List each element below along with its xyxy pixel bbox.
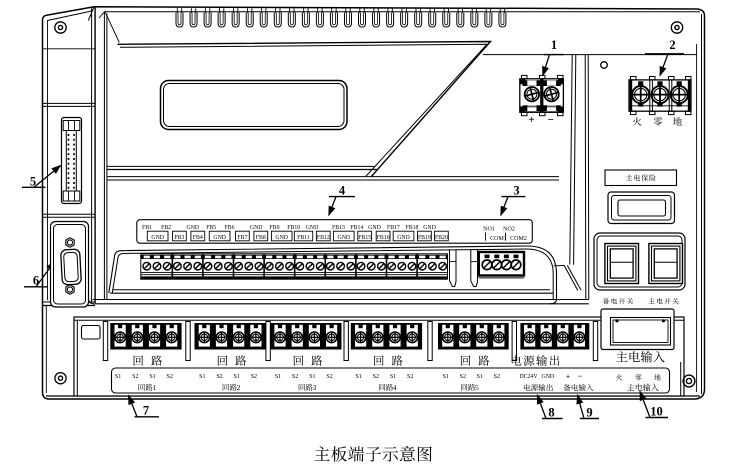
svg-text:FB20: FB20: [435, 235, 448, 241]
svg-text:S1: S1: [149, 374, 155, 380]
svg-text:S1: S1: [309, 374, 315, 380]
svg-text:S2: S2: [407, 374, 413, 380]
svg-text:−: −: [548, 114, 554, 126]
svg-text:FB4: FB4: [193, 235, 203, 241]
svg-text:FB13: FB13: [332, 225, 345, 231]
svg-text:−: −: [578, 372, 582, 381]
svg-text:NO1: NO1: [483, 227, 495, 233]
svg-text:FB17: FB17: [387, 225, 400, 231]
svg-text:8: 8: [548, 406, 554, 420]
svg-text:S2: S2: [132, 374, 138, 380]
svg-text:4: 4: [393, 383, 397, 392]
svg-text:GND: GND: [275, 235, 288, 241]
svg-text:FB16: FB16: [377, 235, 390, 241]
svg-text:FB7: FB7: [237, 235, 247, 241]
svg-text:FB15: FB15: [358, 235, 371, 241]
svg-text:5: 5: [475, 383, 479, 392]
svg-text:S2: S2: [251, 374, 257, 380]
svg-text:S1: S1: [234, 374, 240, 380]
svg-text:S2: S2: [216, 374, 222, 380]
svg-text:S2: S2: [373, 374, 379, 380]
svg-text:GND: GND: [306, 225, 319, 231]
svg-text:COM1: COM1: [490, 236, 507, 242]
svg-text:S1: S1: [115, 374, 121, 380]
svg-text:1: 1: [551, 38, 557, 52]
svg-text:GND: GND: [187, 225, 200, 231]
svg-text:9: 9: [586, 406, 592, 420]
svg-text:GND: GND: [151, 235, 164, 241]
svg-text:2: 2: [237, 383, 241, 392]
svg-text:FB1: FB1: [142, 225, 152, 231]
svg-text:FB8: FB8: [256, 235, 266, 241]
svg-text:FB10: FB10: [287, 225, 300, 231]
svg-text:GND: GND: [542, 374, 555, 380]
svg-text:GND: GND: [250, 225, 263, 231]
svg-text:1: 1: [152, 383, 156, 392]
svg-text:S2: S2: [292, 374, 298, 380]
svg-text:S2: S2: [326, 374, 332, 380]
svg-text:S1: S1: [443, 374, 449, 380]
svg-text:NO2: NO2: [503, 227, 515, 233]
svg-text:GND: GND: [397, 235, 410, 241]
svg-text:S2: S2: [167, 374, 173, 380]
svg-text:FB5: FB5: [206, 225, 216, 231]
svg-text:FB3: FB3: [174, 235, 184, 241]
svg-text:2: 2: [669, 38, 675, 52]
svg-text:S2: S2: [494, 374, 500, 380]
svg-text:FB14: FB14: [350, 225, 363, 231]
svg-text:COM2: COM2: [510, 236, 527, 242]
svg-text:3: 3: [513, 183, 519, 197]
svg-text:GND: GND: [213, 235, 226, 241]
svg-text:3: 3: [313, 383, 317, 392]
svg-text:GND: GND: [423, 225, 436, 231]
svg-text:S1: S1: [390, 374, 396, 380]
svg-text:FB6: FB6: [225, 225, 235, 231]
svg-text:10: 10: [650, 405, 663, 419]
svg-text:+: +: [528, 114, 534, 126]
svg-text:S1: S1: [199, 374, 205, 380]
svg-text:FB9: FB9: [270, 225, 280, 231]
svg-text:GND: GND: [368, 225, 381, 231]
svg-text:FB19: FB19: [418, 235, 431, 241]
svg-text:S1: S1: [355, 374, 361, 380]
svg-text:S1: S1: [477, 374, 483, 380]
svg-text:5: 5: [30, 174, 36, 188]
svg-text:FB2: FB2: [161, 225, 171, 231]
svg-text:FB18: FB18: [406, 225, 419, 231]
svg-text:7: 7: [143, 404, 149, 418]
svg-text:DC24V: DC24V: [519, 374, 538, 380]
svg-text:6: 6: [33, 273, 39, 287]
svg-text:FB11: FB11: [297, 235, 310, 241]
svg-text:FB12: FB12: [317, 235, 330, 241]
svg-text:+: +: [566, 372, 570, 381]
svg-text:GND: GND: [338, 235, 351, 241]
svg-text:4: 4: [339, 183, 346, 197]
svg-text:S2: S2: [460, 374, 466, 380]
svg-text:S1: S1: [275, 374, 281, 380]
